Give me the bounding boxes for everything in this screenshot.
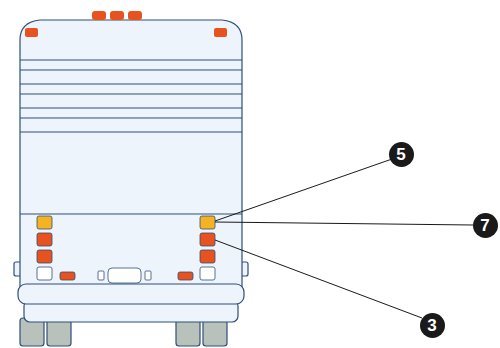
callout-text: 5 [396,146,405,163]
rear-light-cluster [37,216,215,283]
callout-text: 3 [427,317,436,334]
callout-number: 7 [473,213,498,238]
leader-line [215,159,473,318]
bus-body [20,20,242,290]
callout-text: 7 [480,217,489,234]
callout-number: 5 [389,142,414,167]
bumper [18,284,244,304]
callout-number: 3 [420,313,445,338]
